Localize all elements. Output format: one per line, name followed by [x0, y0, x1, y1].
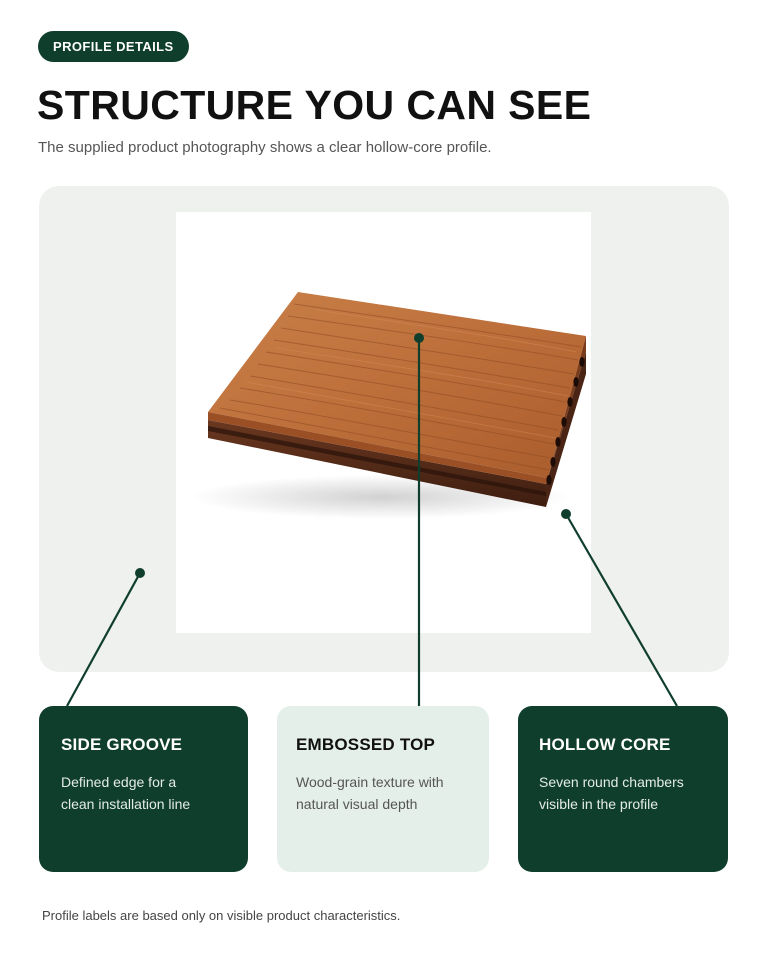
- page-title: STRUCTURE YOU CAN SEE: [37, 82, 592, 128]
- card-embossed-top: EMBOSSED TOP Wood-grain texture with nat…: [277, 706, 489, 872]
- footnote: Profile labels are based only on visible…: [42, 908, 401, 923]
- section-badge: PROFILE DETAILS: [38, 31, 189, 62]
- card-title: EMBOSSED TOP: [296, 735, 436, 754]
- card-hollow-core: HOLLOW CORE Seven round chambers visible…: [518, 706, 728, 872]
- card-title: HOLLOW CORE: [539, 735, 671, 754]
- hollow-chambers: [546, 357, 585, 485]
- wood-grain: [219, 303, 582, 471]
- card-description: Wood-grain texture with natural visual d…: [296, 774, 444, 812]
- decking-board-image: [191, 292, 586, 519]
- card-description: Defined edge for a clean installation li…: [61, 774, 191, 812]
- card-title: SIDE GROOVE: [61, 735, 183, 754]
- page-subtitle: The supplied product photography shows a…: [38, 139, 492, 156]
- card-description: Seven round chambers visible in the prof…: [539, 774, 684, 812]
- card-side-groove: SIDE GROOVE Defined edge for a clean ins…: [39, 706, 248, 872]
- product-photo: [176, 212, 591, 633]
